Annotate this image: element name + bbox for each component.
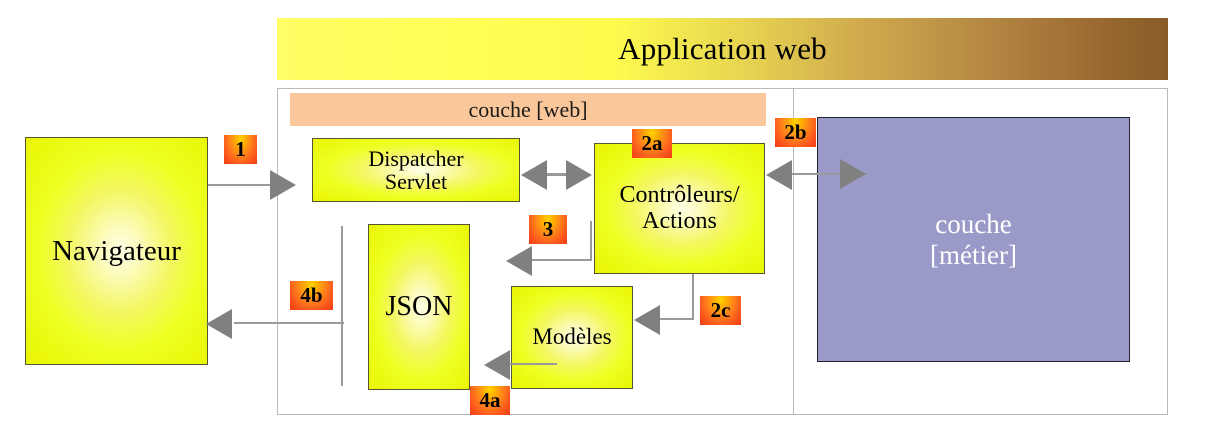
navigateur-box: Navigateur [25,137,208,365]
connector-2a-arrowhead-left [521,160,547,190]
connector-2a-arrowhead-right [566,160,592,190]
json-label: JSON [385,291,453,323]
connector-4b-arrowhead [206,309,232,339]
step-badge-2a: 2a [632,129,672,158]
step-badge-4a-label: 4a [479,388,501,412]
controleurs-actions-box: Contrôleurs/ Actions [594,143,765,274]
step-badge-1: 1 [224,135,257,164]
modeles-box: Modèles [511,286,633,389]
connector-3-line-horizontal [532,259,592,261]
connector-2c-arrowhead [634,305,660,335]
layer-divider [793,89,794,414]
step-badge-2c-label: 2c [710,298,731,322]
connector-4a-line [510,363,557,365]
json-box: JSON [368,224,470,390]
couche-web-label: couche [web] [468,96,588,122]
step-badge-2b-label: 2b [784,120,807,144]
dispatcher-servlet-label: Dispatcher Servlet [368,147,463,194]
controleurs-line2: Actions [642,207,717,234]
couche-metier-line1: couche [935,209,1012,240]
application-title-text: Application web [618,31,827,66]
connector-4b-line-horizontal [234,322,344,324]
connector-2b-arrowhead [766,160,792,190]
application-title-banner: Application web [277,18,1168,80]
connector-2a-line [545,173,567,176]
couche-metier-line2: [métier] [930,239,1017,270]
connector-1-arrowhead [270,170,296,200]
step-badge-4a: 4a [470,386,510,415]
connector-2b-arrowhead-into-metier [840,159,866,189]
couche-metier-label: couche [métier] [930,209,1017,269]
controleurs-actions-label: Contrôleurs/ Actions [619,182,740,234]
step-badge-2c: 2c [700,296,741,325]
connector-2c-line-horizontal [660,318,694,320]
dispatcher-servlet-box: Dispatcher Servlet [312,138,520,202]
connector-2c-line-vertical [692,274,694,319]
dispatcher-line1: Dispatcher [368,145,464,171]
connector-4b-rail-vertical [341,226,343,386]
connector-1-line [208,184,274,186]
dispatcher-line2: Servlet [384,169,448,194]
connector-3-arrowhead [506,246,532,276]
connector-3-line-vertical [590,221,592,260]
step-badge-2b: 2b [775,118,816,147]
step-badge-2a-label: 2a [641,131,663,155]
controleurs-line1: Contrôleurs/ [619,182,740,209]
navigateur-label: Navigateur [52,234,181,267]
step-badge-3: 3 [529,215,567,244]
step-badge-3-label: 3 [542,217,554,241]
modeles-label: Modèles [532,324,612,350]
step-badge-4b: 4b [290,281,333,310]
couche-web-banner: couche [web] [290,93,766,126]
couche-metier-box: couche [métier] [817,117,1130,362]
step-badge-4b-label: 4b [300,283,323,307]
step-badge-1-label: 1 [235,137,246,161]
connector-4a-arrowhead [484,350,510,380]
connector-2b-line [792,173,868,175]
